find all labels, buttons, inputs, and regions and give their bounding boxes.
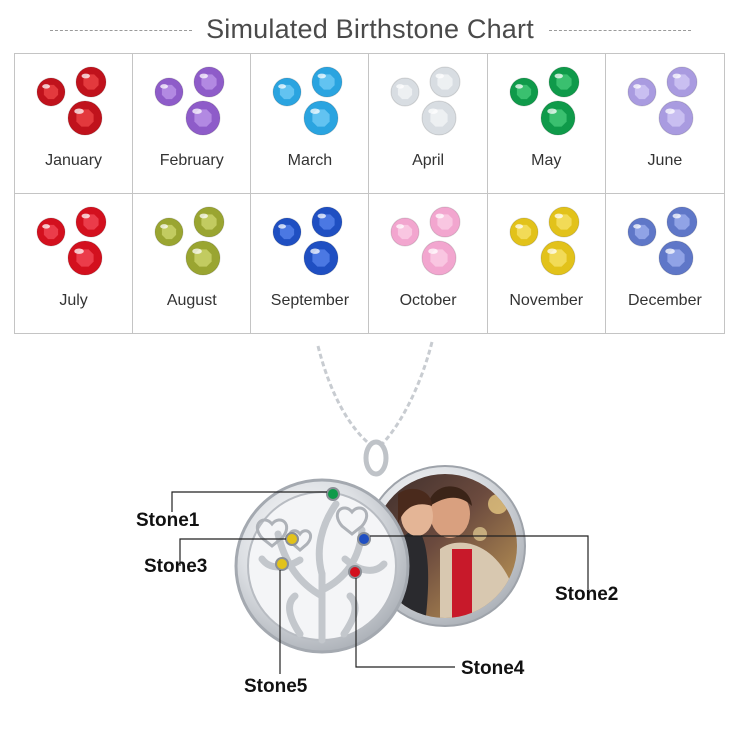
birthstone-cell-may: May	[487, 54, 606, 194]
month-label: May	[531, 152, 562, 169]
gem-icon	[36, 217, 66, 246]
gem-icon	[193, 66, 225, 98]
birthstone-cell-november: November	[488, 193, 606, 333]
gemstones-image	[36, 66, 107, 136]
stone2-gem	[357, 532, 371, 546]
gem-icon	[540, 100, 576, 136]
gem-icon	[311, 66, 343, 98]
gemstones-image	[272, 66, 343, 136]
stone1-gem	[326, 487, 340, 501]
birthstone-cell-april: April	[369, 54, 488, 194]
gem-icon	[193, 206, 225, 237]
stone4-gem	[348, 565, 362, 579]
necklace-illustration	[171, 341, 589, 674]
birthstone-cell-july: July	[15, 193, 134, 333]
month-label: March	[287, 152, 333, 169]
birthstone-cell-june: June	[605, 54, 724, 194]
gem-icon	[540, 240, 576, 275]
gem-icon	[311, 206, 343, 237]
stone5-gem	[275, 557, 289, 571]
month-label: November	[509, 291, 584, 309]
month-label: July	[59, 291, 88, 309]
gem-icon	[509, 77, 539, 107]
month-label: December	[628, 291, 702, 309]
gemstones-image	[390, 66, 461, 136]
gemstones-image	[509, 206, 580, 275]
month-label: September	[270, 291, 350, 309]
gemstones-image	[627, 206, 698, 275]
gem-icon	[548, 206, 580, 237]
page-title: Simulated Birthstone Chart	[206, 14, 534, 44]
gem-icon	[627, 217, 657, 246]
gem-icon	[627, 77, 657, 107]
birthstone-cell-january: January	[15, 54, 134, 194]
birthstone-cell-august: August	[133, 193, 252, 333]
stone1-label: Stone1	[136, 510, 200, 531]
gemstones-image	[36, 206, 107, 275]
month-label: August	[166, 291, 217, 309]
gem-icon	[303, 240, 339, 275]
month-label: April	[412, 152, 445, 169]
gem-icon	[36, 77, 66, 107]
birthstone-cell-october: October	[369, 193, 488, 333]
birthstone-cell-december: December	[606, 194, 724, 334]
gem-icon	[154, 217, 184, 246]
stone3-gem	[285, 532, 299, 546]
gem-icon	[658, 100, 694, 136]
gem-icon	[429, 206, 461, 237]
birthstone-cell-february: February	[133, 54, 252, 194]
month-label: June	[647, 152, 683, 169]
gem-icon	[658, 240, 694, 275]
callout-lines	[171, 491, 589, 674]
gem-icon	[390, 217, 420, 246]
birthstone-cell-march: March	[251, 54, 370, 194]
gem-icon	[185, 100, 221, 136]
gem-icon	[509, 217, 539, 246]
gem-icon	[666, 66, 698, 98]
header-divider-left	[50, 30, 192, 31]
stone5-label: Stone5	[244, 676, 308, 697]
necklace-product-image: Stone1 Stone2 Stone3 Stone4 Stone5	[0, 334, 740, 740]
gem-icon	[67, 100, 103, 136]
gem-icon	[666, 206, 698, 237]
tree-of-life-pendant	[234, 478, 410, 654]
month-label: January	[45, 152, 103, 169]
gemstones-image	[509, 66, 580, 136]
gem-icon	[421, 100, 457, 136]
gem-icon	[548, 66, 580, 98]
gem-icon	[75, 66, 107, 98]
gem-icon	[429, 66, 461, 98]
gemstones-image	[154, 66, 225, 136]
gem-icon	[272, 217, 302, 246]
chart-header: Simulated Birthstone Chart	[0, 8, 740, 48]
gemstones-image	[154, 206, 225, 275]
gemstones-image	[272, 206, 343, 275]
gem-icon	[390, 77, 420, 107]
header-divider-right	[549, 30, 691, 31]
gem-icon	[272, 77, 302, 107]
bail-ring	[363, 439, 389, 477]
gem-icon	[303, 100, 339, 136]
gem-icon	[154, 77, 184, 107]
gemstones-image	[627, 66, 698, 136]
tree-hearts	[255, 506, 369, 552]
stone2-label: Stone2	[555, 584, 619, 605]
birthstone-cell-september: September	[251, 193, 370, 333]
gem-icon	[421, 240, 457, 275]
birthstone-grid: January February March April May June Ju…	[14, 53, 725, 334]
month-label: October	[399, 291, 457, 309]
gemstones-image	[390, 206, 461, 275]
gem-icon	[185, 240, 221, 275]
stone3-label: Stone3	[144, 556, 208, 577]
month-label: February	[159, 152, 224, 169]
necklace-chain	[316, 341, 434, 448]
gem-icon	[75, 206, 107, 237]
gem-icon	[67, 240, 103, 275]
stone4-label: Stone4	[461, 658, 525, 679]
